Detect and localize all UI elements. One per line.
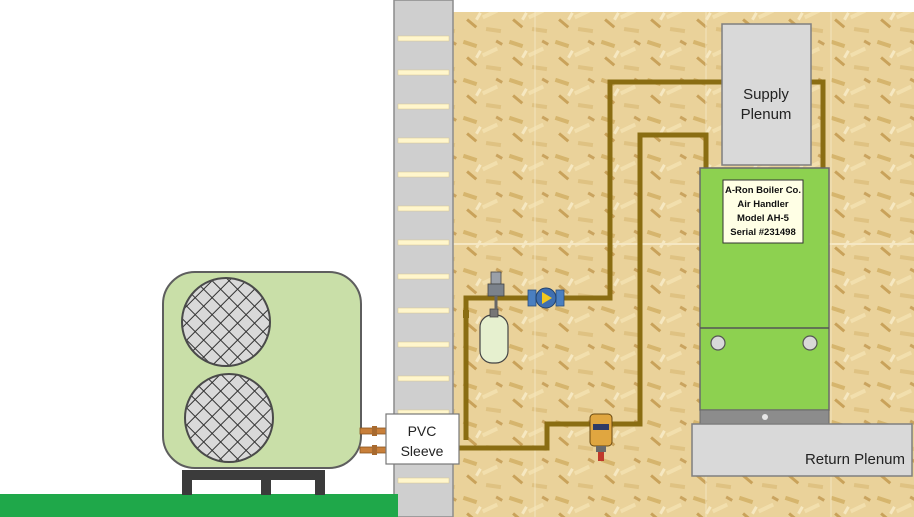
fan-grille-lower: [184, 373, 274, 463]
return-plenum-label: Return Plenum: [805, 451, 905, 468]
return-pipe: [459, 132, 709, 451]
supply-pipe: [463, 79, 826, 440]
nameplate-line2: Air Handler: [737, 199, 789, 210]
air-handler-knockout-right: [802, 335, 818, 351]
air-vent: [487, 271, 505, 310]
pvc-sleeve-label-line1: PVC: [408, 423, 437, 439]
return-plenum: [691, 423, 913, 477]
fan-grille-upper: [181, 277, 271, 367]
supply-plenum-label-line2: Plenum: [741, 106, 792, 123]
expansion-tank: [463, 308, 509, 364]
osb-wall: [453, 12, 914, 517]
supply-plenum: [721, 23, 812, 166]
condenser-stand: [182, 470, 325, 495]
outdoor-heat-pump-unit: [162, 271, 362, 469]
dirt-separator: [589, 413, 613, 461]
pvc-sleeve: [385, 413, 460, 465]
hydronic-piping: [459, 79, 826, 451]
supply-plenum-label-line1: Supply: [743, 86, 789, 103]
circulator-pump: [527, 287, 565, 309]
air-handler: [699, 167, 830, 425]
pvc-sleeve-label-line2: Sleeve: [401, 443, 444, 459]
nameplate-line3: Model AH-5: [737, 213, 790, 224]
line-set-fittings: [359, 426, 387, 455]
nameplate-line4: Serial #231498: [730, 227, 796, 238]
nameplate-line1: A-Ron Boiler Co.: [725, 185, 801, 196]
ground: [0, 494, 398, 517]
air-handler-knockout-left: [710, 335, 726, 351]
air-handler-nameplate: [722, 179, 804, 244]
